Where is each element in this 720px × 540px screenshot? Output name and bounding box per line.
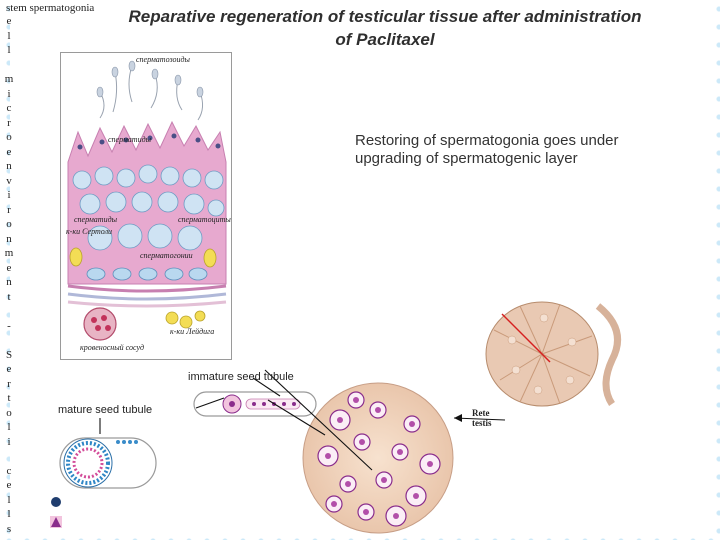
vertical-letter: e (6, 261, 12, 274)
vertical-letter: t (7, 290, 11, 303)
vertical-letter: l (7, 508, 11, 520)
vertical-letter: n (6, 276, 12, 288)
seminiferous-epithelium-illustration: сперматозоиды спермaтиды сперматиды спер… (60, 52, 232, 360)
vertical-letter: c (6, 464, 12, 477)
vertical-letter: e (6, 479, 12, 491)
tubule-lumen (363, 509, 369, 515)
vertical-letter: c (6, 102, 12, 114)
label-spermatocytes: сперматоциты (178, 215, 231, 224)
vertical-letter: l (7, 421, 11, 433)
label-sertoli: к-ки Сертоли (66, 227, 112, 236)
histology-section (302, 382, 454, 534)
vertical-letter: S (5, 348, 13, 361)
label-vessel: кровеносный сосуд (80, 343, 144, 352)
slide-title: Reparative regeneration of testicular ti… (60, 6, 710, 52)
vertical-letter: i (7, 87, 11, 100)
left-border-decoration (0, 0, 10, 540)
vertical-letter: o (6, 406, 12, 419)
label-spermatids-mid: сперматиды (74, 215, 118, 224)
dark-circle-icon (51, 497, 61, 507)
tubule-lumen (409, 421, 415, 427)
vertical-letter: r (7, 377, 11, 390)
vertical-letter: m (4, 73, 14, 85)
vertical-letter: i (7, 189, 11, 201)
rete-testis-label: Rete testis (472, 408, 492, 428)
triangle-icon (51, 517, 61, 527)
title-line-2: of Paclitaxel (335, 29, 435, 49)
vertical-letter: l (7, 493, 11, 506)
tubule-lumen (397, 449, 403, 455)
vertical-letter: s (6, 522, 12, 535)
tubule-lumen (393, 513, 399, 519)
mature-tubule-sketch (59, 437, 157, 489)
label-spermatozoa: сперматозоиды (136, 55, 191, 64)
vertical-letter: e (6, 145, 12, 158)
vertical-letter: o (6, 131, 12, 143)
immature-tubule-sketch (193, 391, 317, 417)
tubule-lumen (325, 453, 331, 459)
vertical-letter: v (6, 174, 12, 187)
vertical-letter: t (7, 392, 11, 404)
vertical-letter: r (7, 203, 11, 216)
tubule-lumen (337, 417, 343, 423)
legend-symbols (50, 497, 62, 528)
vertical-letter: i (7, 435, 11, 448)
vertical-letter: o (6, 218, 12, 230)
vertical-letter: e (6, 15, 12, 27)
label-leydig: к-ки Лейдига (170, 327, 214, 336)
stem-spermatogonia-label: stem spermatogonia (6, 2, 95, 14)
tubule-lumen (375, 407, 381, 413)
vertical-letter: n (6, 232, 12, 245)
title-line-1: Reparative regeneration of testicular ti… (128, 7, 642, 26)
tubule-lumen (381, 477, 387, 483)
immature-tubule-label: immature seed tubule (188, 371, 294, 383)
vertical-letter: l (7, 29, 11, 42)
epididymis (595, 303, 622, 406)
right-border-decoration (710, 0, 720, 540)
tubule-lumen (359, 439, 365, 445)
tubule-lumen (427, 461, 433, 467)
vertical-letter: e (6, 363, 12, 375)
vertical-letter: m (4, 247, 14, 259)
bottom-border-decoration (0, 532, 720, 540)
tubule-lumen (345, 481, 351, 487)
germ-cells (72, 164, 225, 251)
mature-tubule-label: mature seed tubule (58, 404, 153, 416)
tubule-lumen (413, 493, 419, 499)
vertical-letter: r (7, 116, 11, 129)
tubule-lumen (331, 501, 337, 507)
label-spermatids-top: спермaтиды (108, 135, 152, 144)
vertical-letter: l (7, 44, 11, 56)
vertical-letter: - (7, 319, 11, 332)
testis-drawing (485, 301, 622, 407)
vertical-letter: n (6, 160, 12, 172)
caption: Restoring of spermatogonia goes under up… (355, 132, 619, 167)
tubules (317, 391, 441, 527)
tubule-lumen (353, 397, 359, 403)
blood-vessel (83, 307, 117, 341)
label-spermatogonia: сперматогонии (140, 251, 193, 260)
